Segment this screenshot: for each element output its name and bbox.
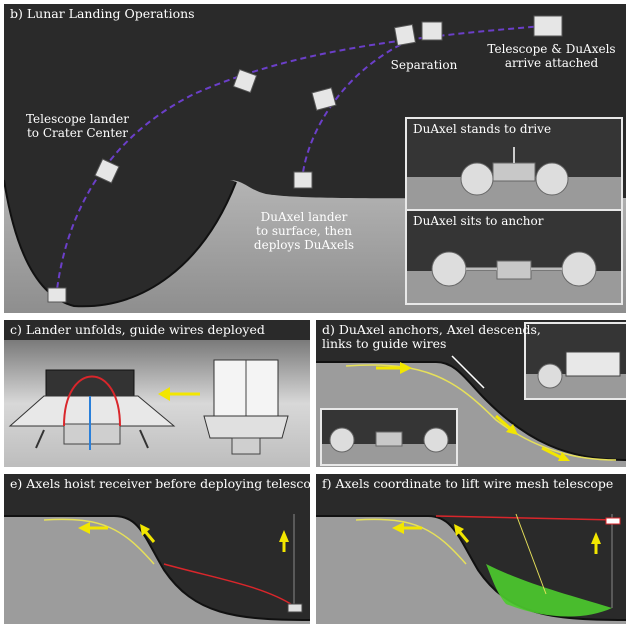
panel-e-title: e) Axels hoist receiver before deploying… [10,476,310,491]
arrive-line2: arrive attached [504,56,599,70]
panel-b-lunar-landing: b) Lunar Landing Operations Telescope la… [4,4,626,313]
attached-payload-icon [533,15,563,37]
wire-mesh-telescope [486,564,612,617]
inset-stand-title: DuAxel stands to drive [413,122,552,136]
axel-descends-illustration [526,351,626,398]
telescope-lander-line1: Telescope lander [25,112,130,126]
arrow-icons [78,522,289,552]
inset-axel-descends [524,322,626,400]
anchored-duaxel-illustration [322,427,456,464]
telescope-lander-crater-icon [47,287,67,303]
arrow-left-icon [158,387,200,401]
arrive-line1: Telescope & DuAxels [487,42,616,56]
inset-leader-line [451,355,485,389]
panel-c-lander-unfolds: c) Lander unfolds, guide wires deployed [4,320,310,467]
duaxel-trajectory [301,37,415,183]
duaxel-lander-line1: DuAxel lander [260,210,348,224]
telescope-lander-label: Telescope lander to Crater Center [10,112,145,140]
inset-duaxel-sit: DuAxel sits to anchor [405,209,623,305]
separation-label: Separation [390,58,458,72]
separating-telescope-icon [393,23,417,47]
panel-d-title-line2: links to guide wires [322,336,447,351]
crater-rim [4,179,237,308]
crater-bowl [4,180,236,307]
telescope-lander-line2: to Crater Center [26,126,129,140]
arrive-label: Telescope & DuAxels arrive attached [484,42,619,70]
folded-lander [203,359,289,455]
receiver-icon [605,517,621,525]
panel-c-title: c) Lander unfolds, guide wires deployed [10,322,265,337]
arrow-icons [376,362,570,461]
panel-c-scene [4,340,310,467]
inset-duaxel-stand: DuAxel stands to drive [405,117,623,213]
panel-e-scene [4,514,310,624]
duaxel-sit-illustration [407,251,621,303]
duaxel-lander-line2: to surface, then [256,224,352,238]
lander-module-icons [47,15,563,303]
panel-d-title: d) DuAxel anchors, Axel descends, links … [322,323,541,351]
duaxel-lander-surface-icon [293,171,313,189]
separating-duaxel-icon [421,21,443,41]
panel-f-lift-telescope: f) Axels coordinate to lift wire mesh te… [316,474,626,624]
panel-e-hoist-receiver: e) Axels hoist receiver before deploying… [4,474,310,624]
duaxel-lander-label: DuAxel lander to surface, then deploys D… [244,210,364,252]
unfolded-lander [8,369,176,450]
descending-duaxel-lander-icon [311,87,337,111]
panel-d-title-line1: d) DuAxel anchors, Axel descends, [322,322,541,337]
inset-sit-title: DuAxel sits to anchor [413,214,544,228]
descending-lander-icon [232,68,258,94]
arrow-icons [392,522,601,554]
panel-f-scene [316,513,626,624]
receiver-icon [287,603,303,613]
duaxel-stand-illustration [407,147,621,211]
panel-d-duaxel-anchors: d) DuAxel anchors, Axel descends, links … [316,320,626,467]
panel-f-title: f) Axels coordinate to lift wire mesh te… [322,476,614,491]
panel-b-title: b) Lunar Landing Operations [10,6,195,21]
inset-anchored-duaxel [320,408,458,466]
telescope-lander-descent-icon [94,158,120,184]
duaxel-lander-line3: deploys DuAxels [253,238,355,252]
